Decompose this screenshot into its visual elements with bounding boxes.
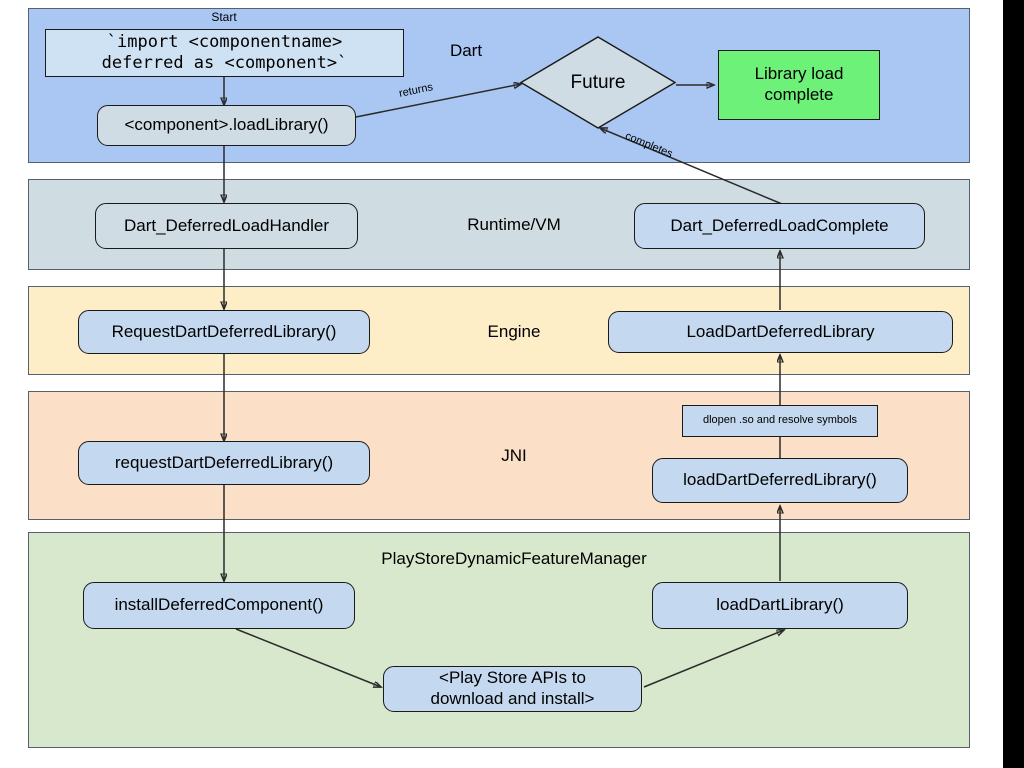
band-label-jni: JNI — [501, 446, 527, 465]
node-load-dart-library[interactable]: loadDartLibrary() — [652, 582, 908, 629]
band-label-playstore: PlayStoreDynamicFeatureManager — [381, 549, 647, 568]
band-label-runtime: Runtime/VM — [467, 215, 561, 234]
band-playstore — [28, 532, 970, 748]
node-library-load-complete[interactable]: Library load complete — [718, 50, 880, 120]
node-play-store-apis[interactable]: <Play Store APIs to download and install… — [383, 666, 642, 712]
node-dart-deferred-load-complete[interactable]: Dart_DeferredLoadComplete — [634, 203, 925, 249]
node-dlopen-note[interactable]: dlopen .so and resolve symbols — [682, 405, 878, 437]
band-label-engine: Engine — [487, 322, 541, 341]
start-caption: Start — [211, 10, 237, 24]
node-load-library[interactable]: <component>.loadLibrary() — [97, 105, 356, 146]
band-label-dart: Dart — [449, 41, 483, 60]
node-future[interactable]: Future — [519, 36, 677, 129]
node-request-dart-deferred-library-engine[interactable]: RequestDartDeferredLibrary() — [78, 310, 370, 354]
node-load-dart-deferred-library-jni[interactable]: loadDartDeferredLibrary() — [652, 458, 908, 503]
future-diamond-shape — [519, 36, 677, 129]
node-install-deferred-component[interactable]: installDeferredComponent() — [83, 582, 355, 629]
node-dart-deferred-load-handler[interactable]: Dart_DeferredLoadHandler — [95, 203, 358, 249]
node-request-dart-deferred-library-jni[interactable]: requestDartDeferredLibrary() — [78, 441, 370, 485]
diagram-sheet: Dart Runtime/VM Engine JNI PlayStoreDyna… — [0, 0, 1003, 768]
node-load-dart-deferred-library-engine[interactable]: LoadDartDeferredLibrary — [608, 311, 953, 353]
node-import-statement[interactable]: `import <componentname> deferred as <com… — [45, 29, 404, 77]
